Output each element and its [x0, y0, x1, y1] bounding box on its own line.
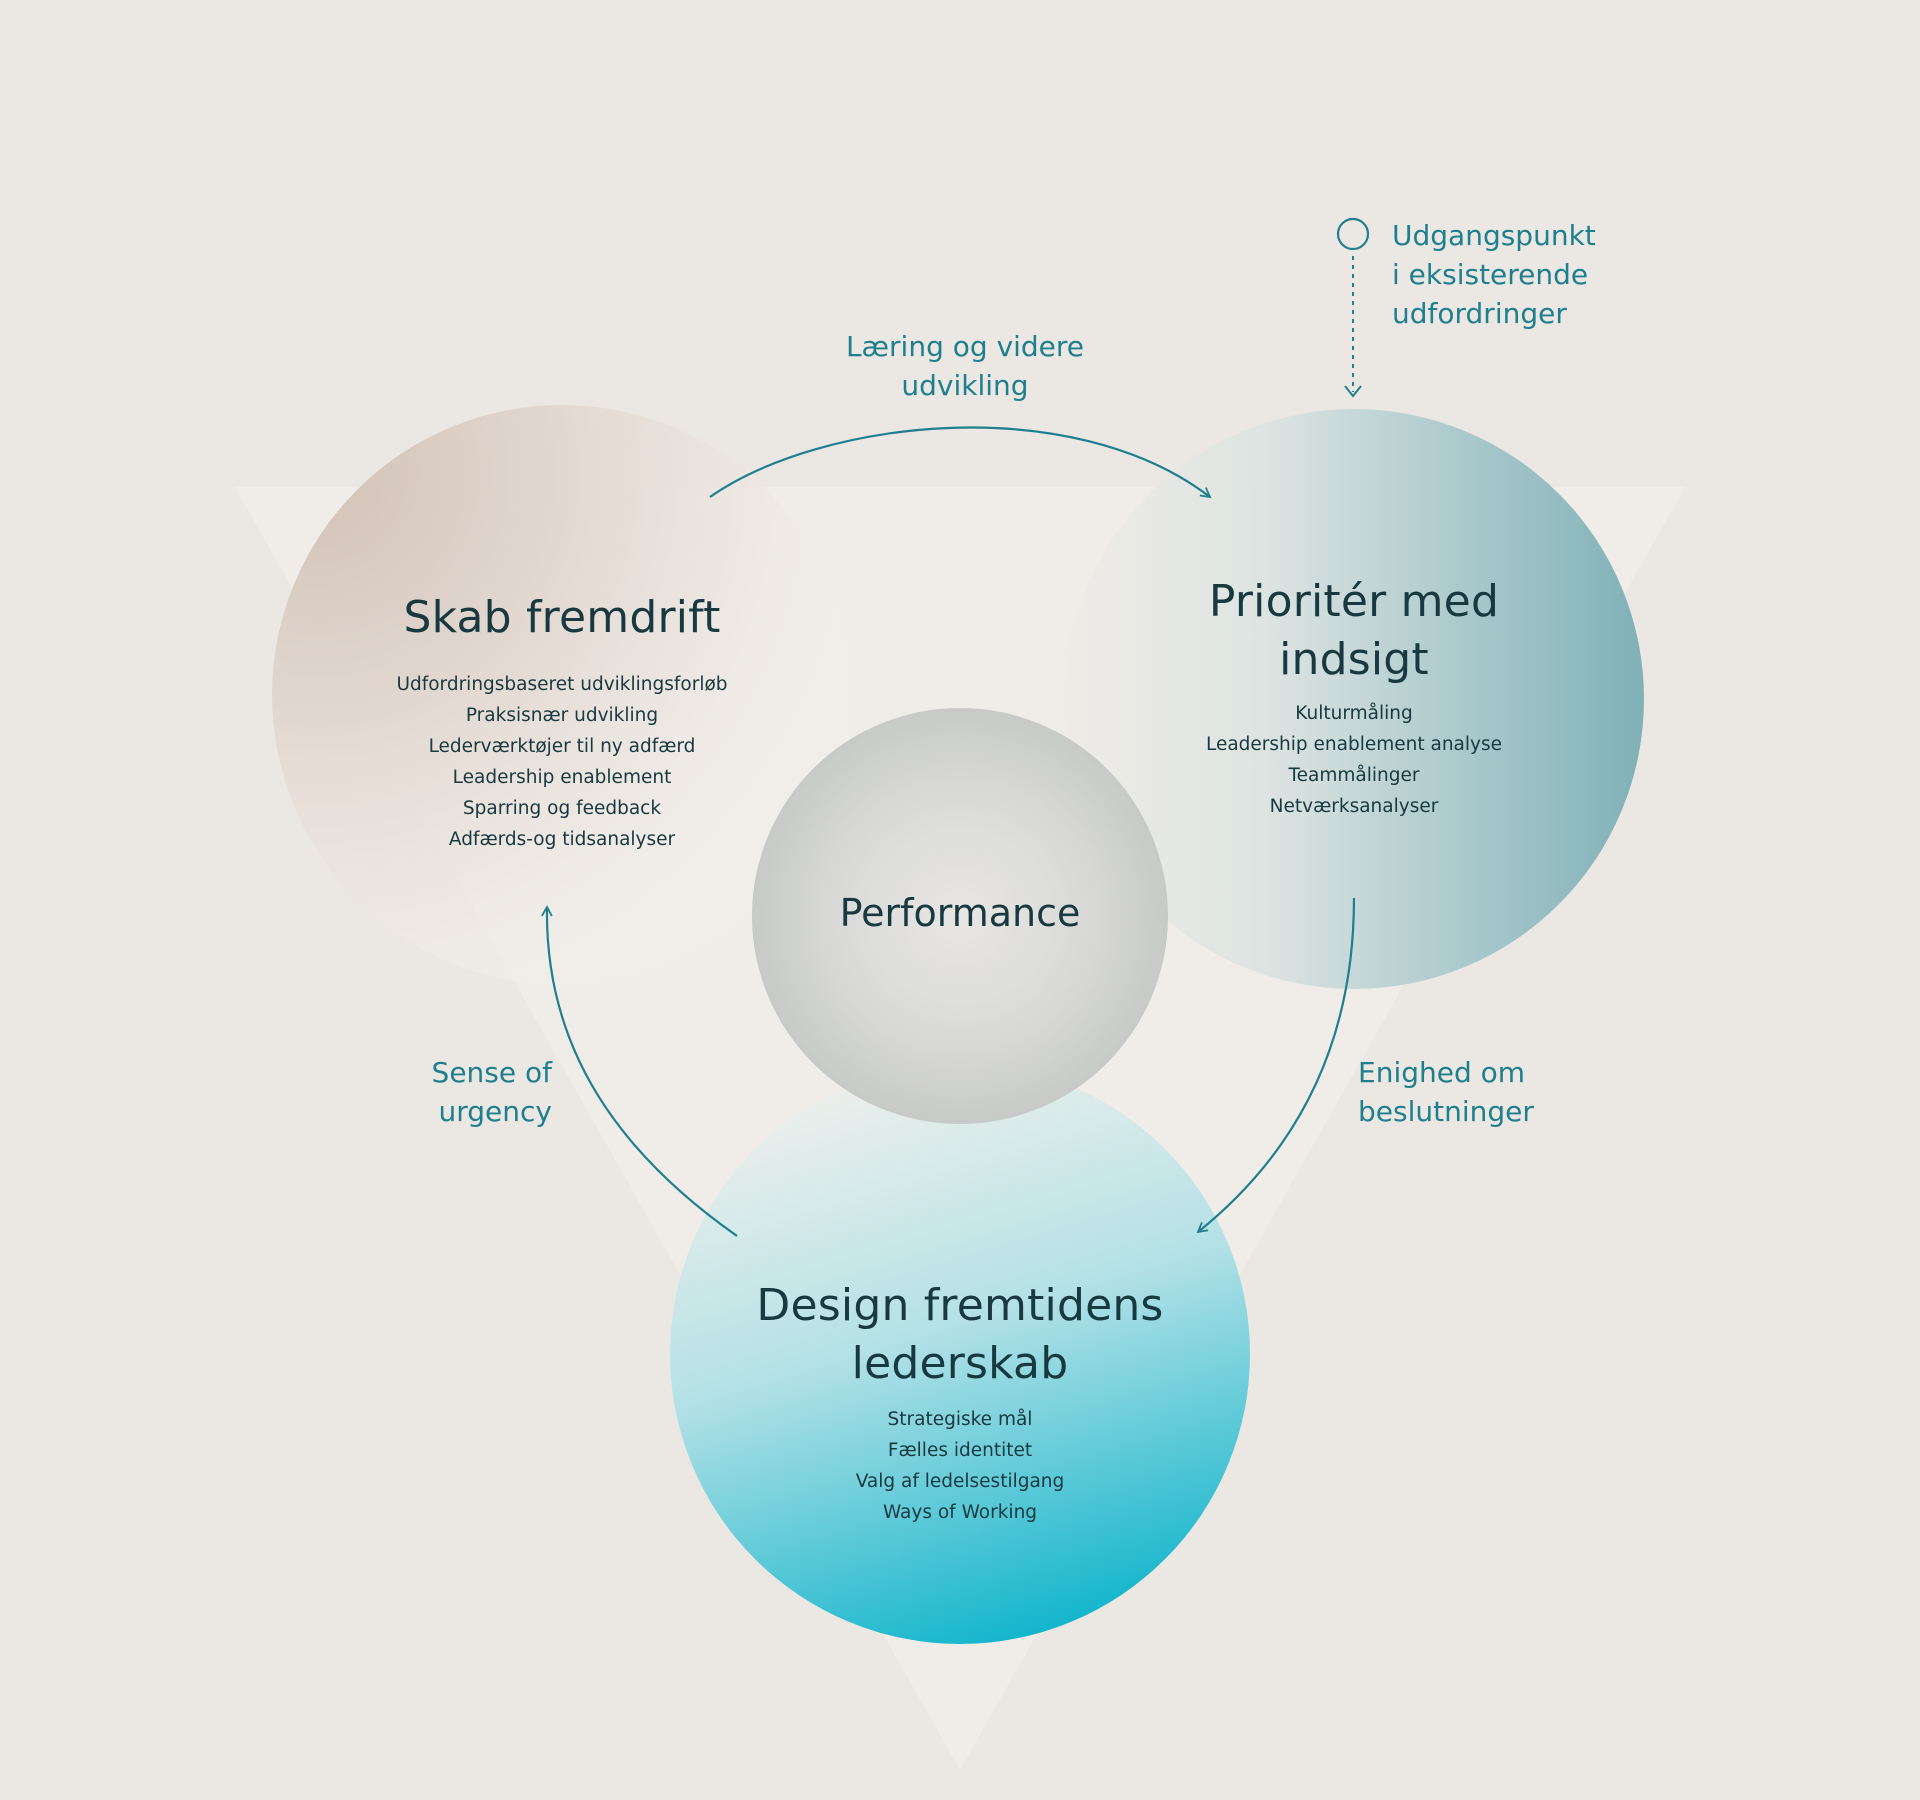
circle-design-fremtidens-lederskab: [670, 1064, 1250, 1644]
prioriter-title: Prioritér med indsigt: [1154, 573, 1554, 689]
list-item: Leadership enablement analyse: [1205, 734, 1503, 755]
arrow-left: [541, 905, 738, 1237]
arrow-label-line: udvikling: [901, 369, 1029, 402]
start-label-line: udfordringer: [1392, 297, 1567, 330]
skab-title-line: Skab fremdrift: [403, 592, 721, 643]
start-label-line: Udgangspunkt: [1392, 219, 1596, 252]
arrow-label-line: beslutninger: [1358, 1095, 1534, 1128]
arrow-label-right: Enighed om beslutninger: [1358, 1053, 1618, 1131]
list-item: Kulturmåling: [1295, 703, 1413, 724]
skab-fremdrift-items: Udfordringsbaseret udviklingsforløb Prak…: [362, 669, 762, 855]
start-label-line: i eksisterende: [1392, 258, 1589, 291]
list-item: Fælles identitet: [887, 1440, 1033, 1461]
start-point-icon: [1336, 217, 1370, 251]
skab-fremdrift-title: Skab fremdrift: [362, 589, 762, 647]
circle-performance: [752, 708, 1168, 1124]
circle-skab-fremdrift: [272, 405, 852, 985]
arrow-label-line: urgency: [438, 1095, 552, 1128]
list-item: Valg af ledelsestilgang: [855, 1471, 1065, 1492]
list-item: Strategiske mål: [887, 1409, 1033, 1430]
design-title-line: Design fremtidens: [756, 1280, 1164, 1331]
list-item: Teammålinger: [1288, 765, 1420, 786]
prioriter-title-line: Prioritér med: [1208, 576, 1500, 627]
start-arrow-head: [1344, 385, 1362, 398]
list-item: Adfærds-og tidsanalyser: [448, 829, 676, 850]
performance-title: Performance: [839, 891, 1081, 935]
arrow-label-left: Sense of urgency: [300, 1053, 552, 1131]
list-item: Sparring og feedback: [462, 798, 662, 819]
prioriter-title-line: indsigt: [1279, 634, 1429, 685]
start-point-label: Udgangspunkt i eksisterende udfordringer: [1392, 216, 1692, 333]
design-title: Design fremtidens lederskab: [710, 1277, 1210, 1393]
list-item: Praksisnær udvikling: [465, 705, 659, 726]
list-item: Lederværktøjer til ny adfærd: [428, 736, 696, 757]
list-item: Udfordringsbaseret udviklingsforløb: [396, 674, 728, 695]
prioriter-items: Kulturmåling Leadership enablement analy…: [1154, 698, 1554, 822]
arrow-label-line: Enighed om: [1358, 1056, 1526, 1089]
list-item: Netværksanalyser: [1269, 796, 1439, 817]
design-title-line: lederskab: [851, 1338, 1069, 1389]
circle-prioriter-med-indsigt: [1064, 409, 1644, 989]
list-item: Leadership enablement: [452, 767, 672, 788]
arrow-label-line: Læring og videre: [845, 330, 1085, 363]
arrow-right: [1196, 897, 1356, 1234]
arrow-top: [709, 426, 1212, 499]
design-items: Strategiske mål Fælles identitet Valg af…: [760, 1404, 1160, 1528]
arrow-label-top: Læring og videre udvikling: [815, 327, 1115, 405]
arrow-label-line: Sense of: [431, 1056, 552, 1089]
list-item: Ways of Working: [882, 1502, 1038, 1523]
